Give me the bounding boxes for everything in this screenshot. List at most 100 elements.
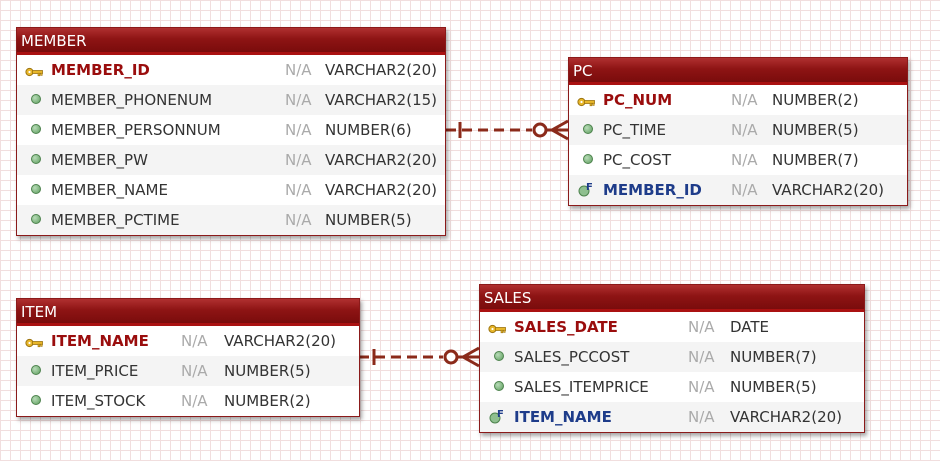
column-datatype: NUMBER(5) [224, 362, 311, 380]
column-name: PC_NUM [603, 91, 673, 109]
key-icon [488, 321, 506, 335]
column-datatype: VARCHAR2(20) [730, 408, 843, 426]
column-nullability: N/A [181, 332, 208, 350]
column-name: ITEM_NAME [514, 408, 612, 426]
column-name: ITEM_STOCK [51, 392, 146, 410]
column-row[interactable]: MEMBER_PW N/A VARCHAR2(20) [17, 145, 445, 175]
column-row[interactable]: PC_COST N/A NUMBER(7) [569, 145, 907, 175]
column-row[interactable]: MEMBER_PHONENUM N/A VARCHAR2(15) [17, 85, 445, 115]
entity-sales[interactable]: SALES SALES_DATE N/A DATE SALES_PCCOST N/A NUM… [479, 284, 865, 433]
column-dot-icon [29, 393, 43, 407]
column-row[interactable]: PC_NUM N/A NUMBER(2) [569, 85, 907, 115]
column-nullability: N/A [731, 181, 758, 199]
column-name: MEMBER_ID [603, 181, 702, 199]
column-datatype: DATE [730, 318, 770, 336]
column-dot-icon [581, 122, 595, 136]
column-row[interactable]: MEMBER_PERSONNUM N/A NUMBER(6) [17, 115, 445, 145]
relationship-item-sales[interactable] [359, 346, 480, 368]
column-name: PC_COST [603, 151, 671, 169]
column-list: ITEM_NAME N/A VARCHAR2(20) ITEM_PRICE N/A NUM… [17, 326, 359, 416]
column-datatype: NUMBER(6) [325, 121, 412, 139]
column-nullability: N/A [285, 211, 312, 229]
key-icon [25, 64, 43, 78]
column-name: MEMBER_PHONENUM [51, 91, 213, 109]
column-datatype: NUMBER(5) [325, 211, 412, 229]
key-icon [25, 335, 43, 349]
svg-text:F: F [586, 182, 593, 193]
column-datatype: VARCHAR2(20) [325, 181, 438, 199]
relationship-member-pc[interactable] [446, 119, 569, 141]
key-icon [577, 94, 595, 108]
column-dot-icon [29, 152, 43, 166]
column-row[interactable]: SALES_PCCOST N/A NUMBER(7) [480, 342, 864, 372]
column-dot-icon [29, 182, 43, 196]
column-row[interactable]: ITEM_PRICE N/A NUMBER(5) [17, 356, 359, 386]
column-name: SALES_PCCOST [514, 348, 630, 366]
column-datatype: VARCHAR2(20) [325, 61, 438, 79]
column-name: MEMBER_PERSONNUM [51, 121, 221, 139]
column-nullability: N/A [285, 91, 312, 109]
column-row[interactable]: SALES_DATE N/A DATE [480, 312, 864, 342]
column-name: MEMBER_NAME [51, 181, 168, 199]
entity-item[interactable]: ITEM ITEM_NAME N/A VARCHAR2(20) ITEM_PRICE N/… [16, 298, 360, 417]
column-dot-icon [29, 92, 43, 106]
column-dot-icon [492, 379, 506, 393]
column-dot-icon [581, 152, 595, 166]
column-nullability: N/A [731, 91, 758, 109]
foreign-key-icon: F [489, 408, 504, 424]
column-name: ITEM_NAME [51, 332, 149, 350]
column-nullability: N/A [688, 348, 715, 366]
column-row[interactable]: ITEM_NAME N/A VARCHAR2(20) [17, 326, 359, 356]
column-nullability: N/A [688, 408, 715, 426]
column-datatype: VARCHAR2(15) [325, 91, 438, 109]
column-nullability: N/A [285, 121, 312, 139]
column-dot-icon [29, 122, 43, 136]
column-nullability: N/A [285, 151, 312, 169]
svg-text:F: F [497, 409, 504, 420]
column-row[interactable]: ITEM_STOCK N/A NUMBER(2) [17, 386, 359, 416]
column-name: MEMBER_PCTIME [51, 211, 180, 229]
column-datatype: NUMBER(7) [772, 151, 859, 169]
column-row[interactable]: MEMBER_PCTIME N/A NUMBER(5) [17, 205, 445, 235]
entity-title[interactable]: ITEM [17, 299, 359, 326]
column-nullability: N/A [688, 378, 715, 396]
column-datatype: NUMBER(7) [730, 348, 817, 366]
column-nullability: N/A [285, 181, 312, 199]
column-row[interactable]: MEMBER_NAME N/A VARCHAR2(20) [17, 175, 445, 205]
column-nullability: N/A [688, 318, 715, 336]
foreign-key-icon: F [578, 181, 593, 197]
column-dot-icon [492, 349, 506, 363]
column-datatype: NUMBER(5) [772, 121, 859, 139]
column-nullability: N/A [181, 362, 208, 380]
column-datatype: NUMBER(5) [730, 378, 817, 396]
column-nullability: N/A [731, 151, 758, 169]
column-dot-icon [29, 212, 43, 226]
column-datatype: VARCHAR2(20) [224, 332, 337, 350]
column-row[interactable]: SALES_ITEMPRICE N/A NUMBER(5) [480, 372, 864, 402]
column-datatype: VARCHAR2(20) [325, 151, 438, 169]
entity-title[interactable]: SALES [480, 285, 864, 312]
column-name: SALES_ITEMPRICE [514, 378, 649, 396]
column-nullability: N/A [731, 121, 758, 139]
entity-title[interactable]: MEMBER [17, 28, 445, 55]
column-list: SALES_DATE N/A DATE SALES_PCCOST N/A NUMBER(7… [480, 312, 864, 432]
entity-title[interactable]: PC [569, 58, 907, 85]
column-nullability: N/A [181, 392, 208, 410]
column-dot-icon [29, 363, 43, 377]
column-datatype: NUMBER(2) [224, 392, 311, 410]
column-row[interactable]: F ITEM_NAME N/A VARCHAR2(20) [480, 402, 864, 432]
column-name: ITEM_PRICE [51, 362, 139, 380]
column-datatype: NUMBER(2) [772, 91, 859, 109]
column-row[interactable]: F MEMBER_ID N/A VARCHAR2(20) [569, 175, 907, 205]
column-nullability: N/A [285, 61, 312, 79]
column-name: MEMBER_PW [51, 151, 148, 169]
column-datatype: VARCHAR2(20) [772, 181, 885, 199]
column-name: SALES_DATE [514, 318, 618, 336]
